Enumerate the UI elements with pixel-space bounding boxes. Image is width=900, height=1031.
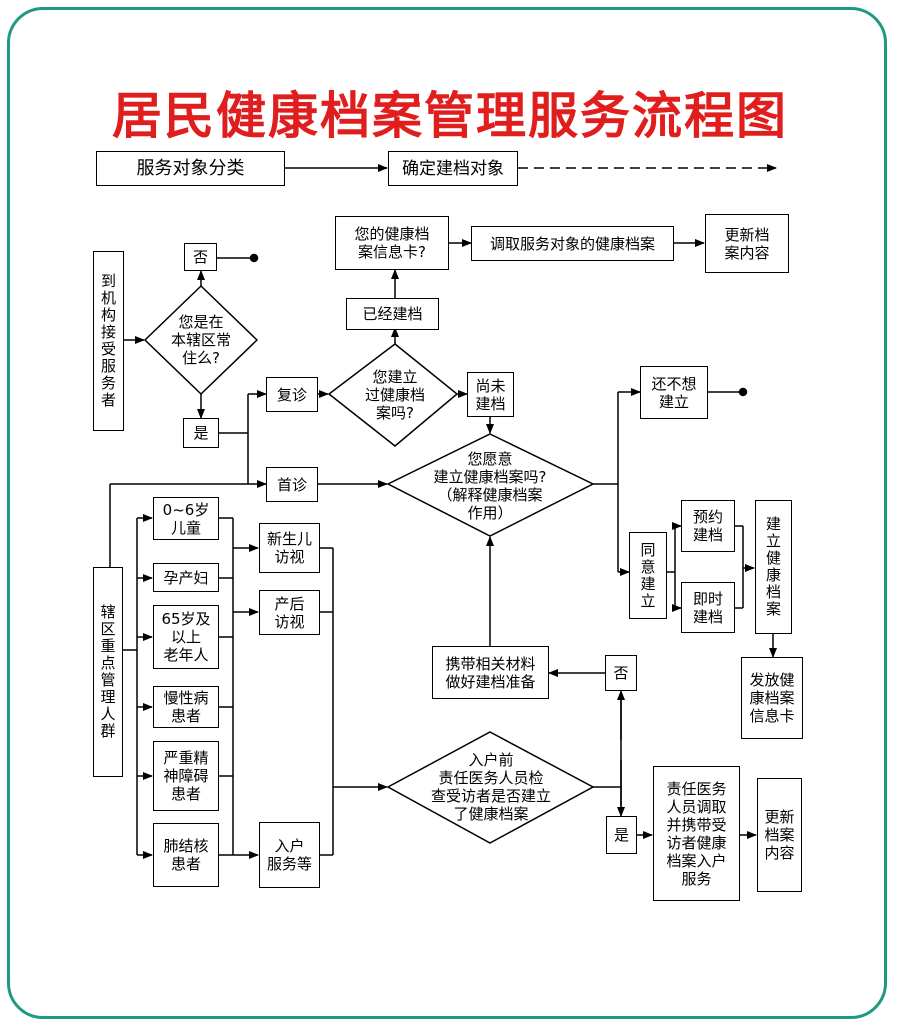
elderly-box: 65岁及 以上 老年人 xyxy=(153,605,219,669)
page-title: 居民健康档案管理服务流程图 xyxy=(112,87,788,145)
instant-build-box: 即时 建档 xyxy=(681,582,735,633)
establish-record-box: 建 立 健 康 档 案 xyxy=(755,500,792,634)
maternal-box: 孕产妇 xyxy=(153,563,219,592)
agree-box: 同 意 建 立 xyxy=(629,532,667,619)
update-content-box-2: 更新 档案 内容 xyxy=(757,778,802,892)
not-yet-built-box: 尚未 建档 xyxy=(467,372,514,417)
yes-box-2: 是 xyxy=(606,816,637,854)
tb-box: 肺结核 患者 xyxy=(153,823,219,887)
home-service-box: 入户 服务等 xyxy=(259,822,320,888)
key-groups-box: 辖 区 重 点 管 理 人 群 xyxy=(93,567,123,777)
retrieve-record-box: 调取服务对象的健康档案 xyxy=(471,226,674,261)
not-want-box: 还不想 建立 xyxy=(640,366,708,419)
resident-question: 您是在 本辖区常 住么? xyxy=(170,313,231,367)
chronic-box: 慢性病 患者 xyxy=(153,686,219,728)
built-question: 您建立 过健康档 案吗? xyxy=(364,368,425,422)
update-content-box-1: 更新档 案内容 xyxy=(705,214,789,273)
no-box-1: 否 xyxy=(184,243,217,271)
willing-question: 您愿意 建立健康档案吗? （解释健康档案 作用） xyxy=(433,450,547,522)
already-built-box: 已经建档 xyxy=(346,298,439,330)
page-frame xyxy=(7,7,887,1019)
arrive-box: 到 机 构 接 受 服 务 者 xyxy=(93,251,124,431)
home-check-question: 入户前 责任医务人员检 查受访者是否建立 了健康档案 xyxy=(430,751,551,823)
children-box: 0~6岁 儿童 xyxy=(153,497,219,540)
doctor-home-service-box: 责任医务 人员调取 并携带受 访者健康 档案入户 服务 xyxy=(653,766,740,901)
appointment-box: 预约 建档 xyxy=(681,500,735,552)
revisit-box: 复诊 xyxy=(266,377,318,412)
no-box-2: 否 xyxy=(605,655,637,691)
postpartum-visit-box: 产后 访视 xyxy=(259,590,320,635)
prepare-materials-box: 携带相关材料 做好建档准备 xyxy=(432,646,549,699)
first-visit-box: 首诊 xyxy=(266,467,318,502)
yes-box-1: 是 xyxy=(183,418,219,448)
card-question-box: 您的健康档 案信息卡? xyxy=(335,216,449,270)
issue-card-box: 发放健 康档案 信息卡 xyxy=(741,657,803,739)
confirm-box: 确定建档对象 xyxy=(388,151,518,186)
newborn-visit-box: 新生儿 访视 xyxy=(259,523,320,573)
mental-box: 严重精 神障碍 患者 xyxy=(153,741,219,811)
classify-box: 服务对象分类 xyxy=(96,151,285,186)
